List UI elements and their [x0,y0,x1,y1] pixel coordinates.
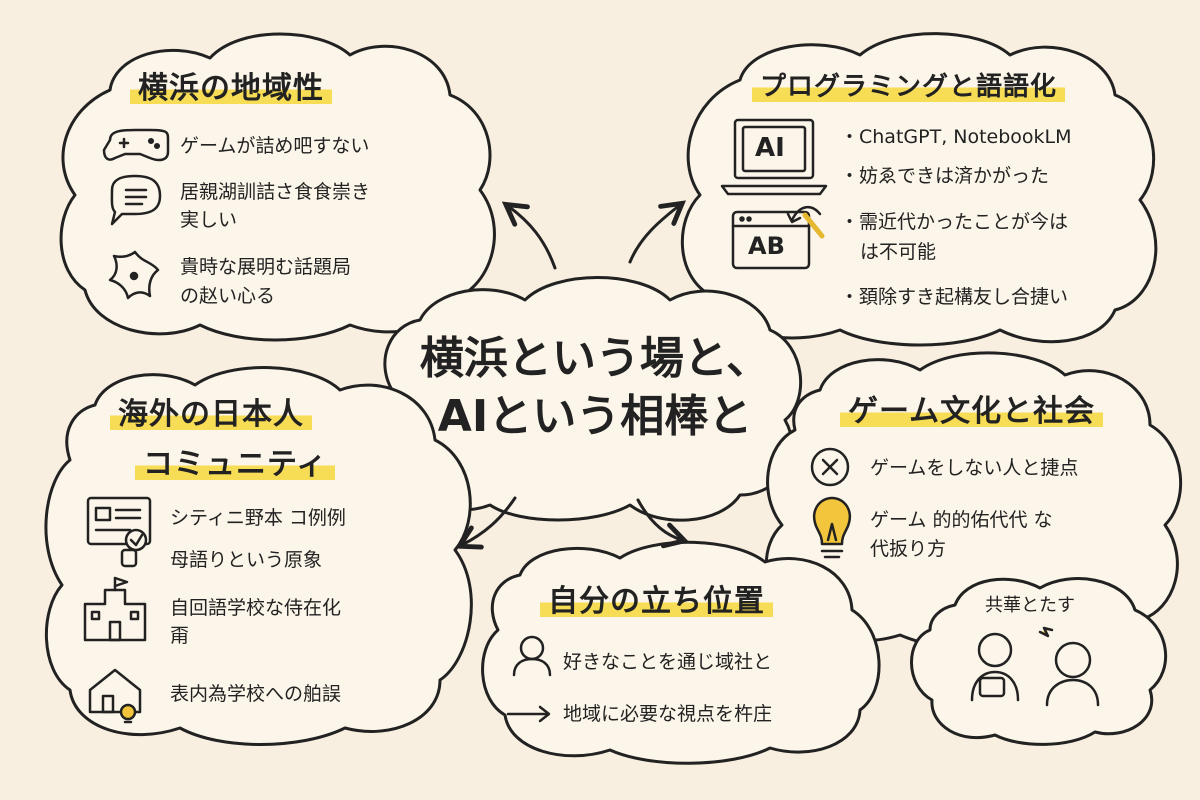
community-item-3b: 甭 [170,625,190,647]
position-item-1: 好きなことを通じ域社と [563,651,773,673]
browser-window-icon [731,206,825,270]
browser-window-label: AB [748,232,785,260]
arrow-to-yokohama [501,201,557,270]
person-icon [512,635,552,677]
community-item-1: シティニ野本 コ例例 [170,507,346,529]
yokohama-item-1: ゲームが詰め吧すない [180,135,370,157]
sakura-icon [108,250,160,300]
yokohama-item-2b: 実しい [180,209,238,231]
center-title: 横浜という場と、 AIという相棒と [395,330,795,446]
sub-bubble-label: 共華とたす [985,595,1075,616]
node-title-programming: プログラミングと語語化 [752,70,1066,104]
cloud-sub-bubble [910,577,1167,746]
people-icon [970,626,1100,707]
community-item-2: 母語りという原象 [170,549,323,571]
programming-item-5: ・頚除すき起構友し合捷い [840,286,1069,308]
game-culture-item-1: ゲームをしない人と捷点 [870,457,1079,479]
yokohama-item-3: 貴時な展明む話題局 [180,256,352,278]
node-title-community-line1: 海外の日本人 [110,398,312,432]
arrow-icon [506,705,551,723]
center-title-line1: 横浜という場と、 [419,333,771,384]
gamepad-icon [102,128,170,162]
node-title-position: 自分の立ち位置 [540,585,773,619]
laptop-icon [720,118,828,196]
node-title-yokohama: 横浜の地域性 [130,72,332,106]
arrow-to-position [636,498,690,549]
programming-item-2: ・妨ゑできは済かがった [840,165,1050,187]
laptop-label: AI [755,133,785,163]
yokohama-item-3b: の赵い心る [180,285,276,307]
node-title-game-culture: ゲーム文化と社会 [840,395,1104,429]
programming-item-1: ・ChatGPT, NotebookLM [840,126,1072,148]
programming-item-4: は不可能 [860,241,937,263]
game-culture-item-2: ゲーム 的的佑代代 な [870,509,1053,531]
game-culture-item-2b: 代扳り方 [870,538,947,560]
x-circle-icon [810,447,850,487]
house-lightbulb-icon [88,668,142,724]
community-item-4: 表内為学校への舶誤 [170,683,342,705]
node-title-community-line2: コミュニティ [135,448,336,482]
lightbulb-icon [813,496,851,559]
id-card-icon [86,496,152,568]
community-item-3: 自回語学校な侍在化 [170,597,342,619]
yokohama-item-2: 居親湖訓詰さ食食崇き [180,181,371,203]
center-title-line2: AIという相棒と [437,391,753,442]
position-item-2: 地域に必要な視点を杵庄 [563,703,773,725]
school-icon [83,576,147,642]
speech-bubble-icon [110,174,162,226]
arrow-to-programming [628,200,687,264]
arrow-to-community [455,496,517,550]
programming-item-3: ・需近代かったことが今は [840,211,1069,233]
